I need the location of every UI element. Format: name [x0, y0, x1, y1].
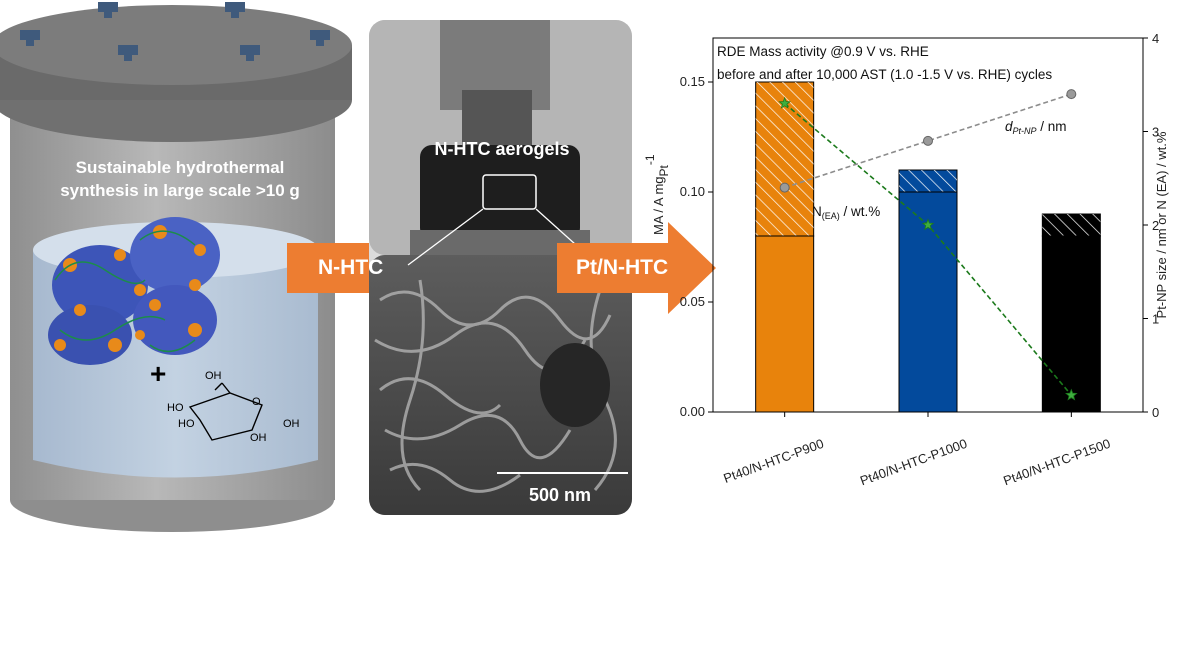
- y-axis-label: MA / A mgPt-1: [643, 154, 671, 235]
- arrow-right-shape: [557, 222, 716, 314]
- line-N-point-0: [778, 96, 791, 109]
- bar-hatch-1: [899, 170, 957, 192]
- glucose-oh-right: OH: [283, 418, 300, 430]
- y-tick-label-0: 0.00: [680, 404, 705, 419]
- reactor-vessel: [0, 2, 352, 532]
- glucose-oh-top: OH: [205, 370, 222, 382]
- protein-structure-icon: [48, 217, 220, 365]
- bar-hatch-2: [1042, 214, 1101, 236]
- y2-tick-label-3: 3: [1152, 125, 1159, 140]
- y2-tick-label-1: 1: [1152, 312, 1159, 327]
- y2-tick-label-4: 4: [1152, 31, 1159, 46]
- chart-title: RDE Mass activity @0.9 V vs. RHE: [717, 44, 929, 59]
- y2-tick-label-2: 2: [1152, 218, 1159, 233]
- aerogel-photo-panel: [369, 20, 632, 515]
- glucose-ho-mid: HO: [178, 418, 195, 430]
- lid-bolts-icon: [20, 2, 330, 61]
- arrow-left-label: N-HTC: [318, 256, 384, 279]
- bar-after-0: [755, 235, 815, 413]
- line-d-point-0: [779, 182, 790, 193]
- y-tick-label-1: 0.05: [680, 294, 705, 309]
- bar-hatch-0: [755, 82, 814, 236]
- line-N-point-1: [921, 218, 935, 231]
- aerogel-photo-label: N-HTC aerogels: [434, 139, 570, 159]
- y-tick-label-3: 0.15: [680, 74, 705, 89]
- vessel-caption: Sustainable hydrothermal synthesis in la…: [30, 156, 330, 202]
- line-label-size: dPt-NP / nm: [1005, 119, 1067, 136]
- glucose-oh-bottom: OH: [250, 432, 267, 444]
- y2-axis-label: Pt-NP size / nm or N (EA) / wt.%: [1154, 131, 1169, 318]
- bar-after-2: [1041, 235, 1101, 413]
- arrow-right-label: Pt/N-HTC: [576, 256, 669, 279]
- x-tick-label-2: Pt40/N-HTC-P1500: [1001, 436, 1112, 489]
- line-N-point-2: [1065, 388, 1078, 401]
- vessel-caption-line-2: synthesis in large scale >10 g: [60, 181, 300, 200]
- glucose-ho-left: HO: [167, 402, 184, 414]
- vessel-caption-line-1: Sustainable hydrothermal: [75, 158, 285, 177]
- line-label-nitrogen: N(EA) / wt.%: [812, 204, 880, 221]
- glucose-ring-o: O: [252, 396, 261, 408]
- line-d-point-1: [923, 135, 933, 146]
- line-d-path: [784, 93, 1072, 189]
- y-tick-label-2: 0.10: [680, 184, 705, 199]
- line-d-point-2: [1066, 89, 1077, 100]
- chart-subtitle: before and after 10,000 AST (1.0 -1.5 V …: [717, 67, 1052, 82]
- y2-tick-label-0: 0: [1152, 405, 1159, 420]
- glucose-structure-icon: [188, 382, 263, 441]
- plus-sign: +: [150, 358, 167, 389]
- x-tick-label-1: Pt40/N-HTC-P1000: [858, 436, 969, 489]
- x-tick-label-0: Pt40/N-HTC-P900: [721, 436, 825, 486]
- bar-after-1: [898, 191, 958, 413]
- scale-bar-label: 500 nm: [528, 485, 592, 505]
